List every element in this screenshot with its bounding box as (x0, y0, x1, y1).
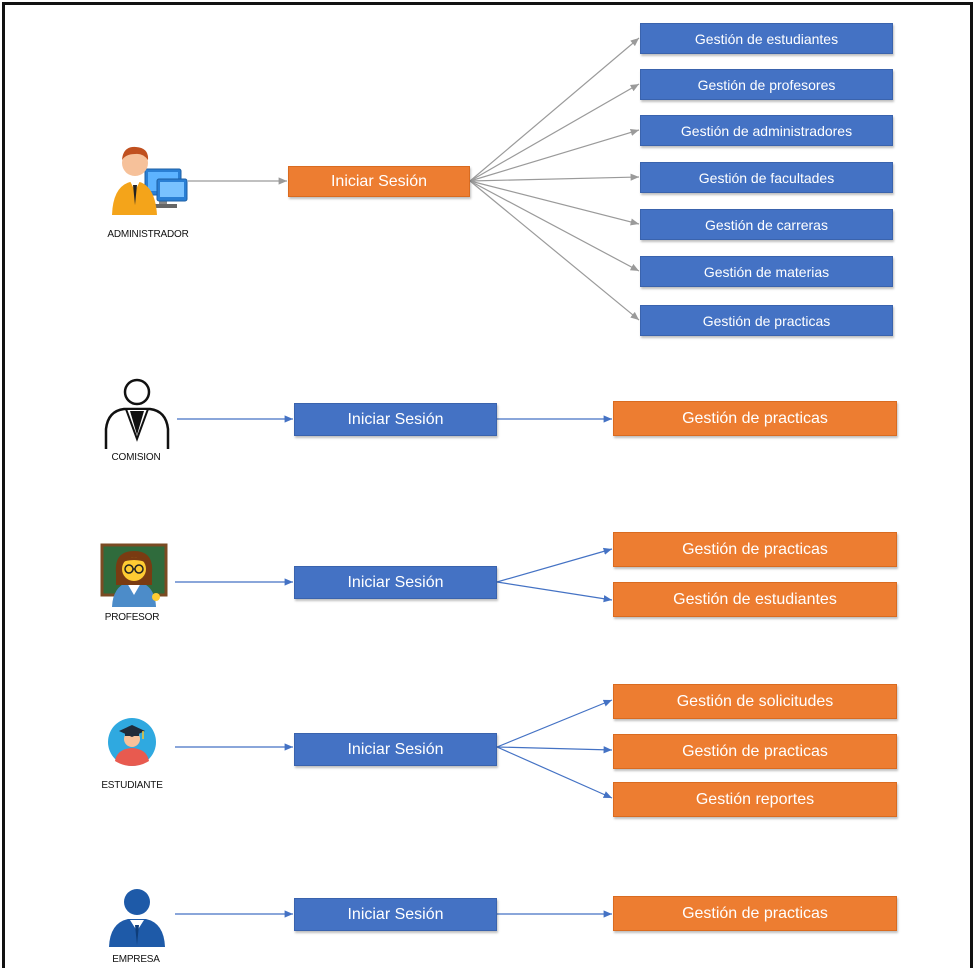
login-button-profesor[interactable]: Iniciar Sesión (294, 566, 497, 599)
login-button-estudiante[interactable]: Iniciar Sesión (294, 733, 497, 766)
comision-target-practicas[interactable]: Gestión de practicas (613, 401, 897, 436)
arrow-admin-login-to-target-5 (469, 180, 640, 272)
actor-label-administrador: ADMINISTRADOR (107, 229, 189, 240)
arrow-profesor-login-to-target-1 (496, 581, 613, 603)
admin-target-practicas[interactable]: Gestión de practicas (640, 305, 893, 336)
graduate-student-icon (107, 717, 157, 767)
admin-computer-icon (107, 143, 189, 221)
login-button-comision[interactable]: Iniciar Sesión (294, 403, 497, 436)
admin-target-facultades[interactable]: Gestión de facultades (640, 162, 893, 193)
actor-label-comision: COMISION (111, 452, 161, 463)
arrow-admin-login-to-target-0 (469, 37, 640, 182)
actor-label-profesor: PROFESOR (104, 612, 160, 623)
estudiante-target-practicas[interactable]: Gestión de practicas (613, 734, 897, 769)
admin-target-materias[interactable]: Gestión de materias (640, 256, 893, 287)
actor-label-estudiante: ESTUDIANTE (101, 780, 163, 791)
businessman-icon (106, 887, 168, 947)
arrow-admin-login-to-target-1 (469, 83, 640, 182)
admin-target-profesores[interactable]: Gestión de profesores (640, 69, 893, 100)
admin-target-estudiantes[interactable]: Gestión de estudiantes (640, 23, 893, 54)
arrow-estudiante-login-to-target-2 (496, 746, 613, 799)
arrow-estudiante-login-to-target-0 (496, 699, 613, 748)
arrow-admin-login-to-target-4 (469, 180, 640, 226)
admin-target-carreras[interactable]: Gestión de carreras (640, 209, 893, 240)
login-button-empresa[interactable]: Iniciar Sesión (294, 898, 497, 931)
arrow-admin-login-to-target-3 (469, 173, 640, 182)
estudiante-target-solicitudes[interactable]: Gestión de solicitudes (613, 684, 897, 719)
person-outline-icon (102, 377, 172, 451)
profesor-target-estudiantes[interactable]: Gestión de estudiantes (613, 582, 897, 617)
arrow-estudiante-login-to-target-1 (496, 746, 613, 754)
admin-target-administradores[interactable]: Gestión de administradores (640, 115, 893, 146)
arrow-admin-login-to-target-6 (469, 180, 640, 321)
estudiante-target-reportes[interactable]: Gestión reportes (613, 782, 897, 817)
empresa-target-practicas[interactable]: Gestión de practicas (613, 896, 897, 931)
teacher-icon (100, 543, 168, 609)
arrow-profesor-login-to-target-0 (496, 547, 613, 583)
login-button-administrador[interactable]: Iniciar Sesión (288, 166, 470, 197)
actor-label-empresa: EMPRESA (112, 954, 160, 965)
profesor-target-practicas[interactable]: Gestión de practicas (613, 532, 897, 567)
arrow-admin-login-to-target-2 (469, 128, 640, 182)
